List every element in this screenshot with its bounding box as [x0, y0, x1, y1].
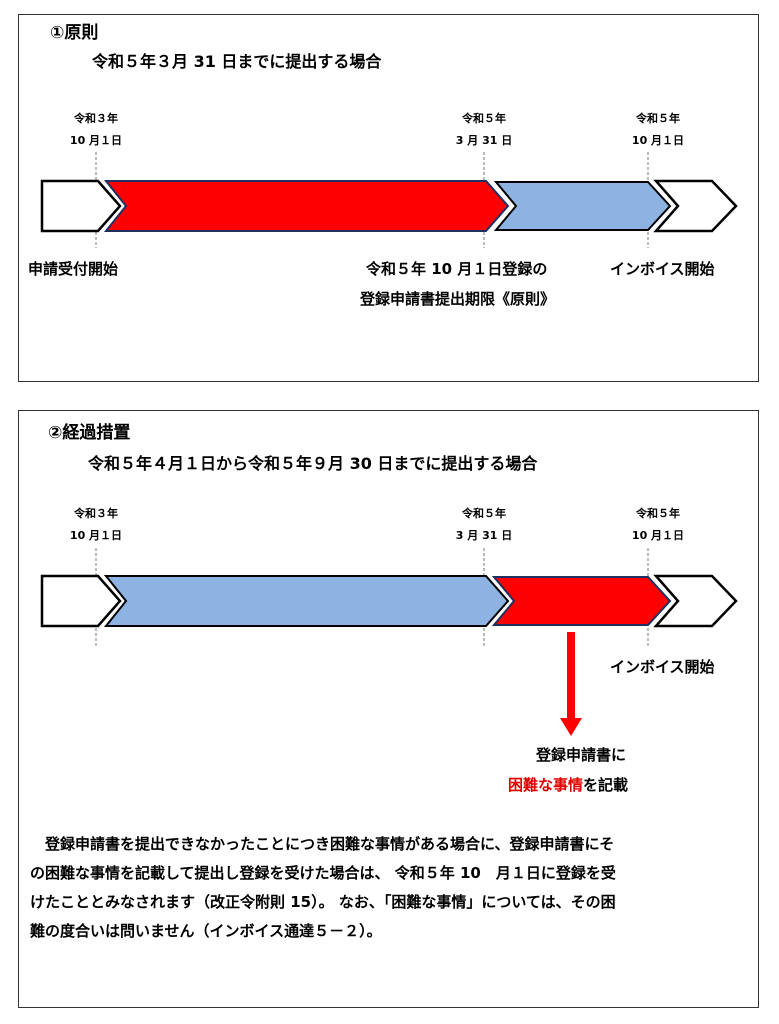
- label-invoice-start: インボイス開始: [610, 658, 715, 676]
- section1-subtitle: 令和５年３月 31 日までに提出する場合: [92, 52, 382, 71]
- label-deadline-line2: 登録申請書提出期限《原則》: [360, 290, 556, 308]
- period-blue: [103, 575, 510, 627]
- note-difficult-circumstances: 困難な事情: [508, 776, 584, 794]
- section-principle-box: [18, 14, 759, 382]
- timeline-2: [40, 548, 738, 736]
- transitional-period-red: [491, 576, 672, 626]
- section2-subtitle: 令和５年４月１日から令和５年９月 30 日までに提出する場合: [88, 454, 538, 473]
- timeline-1: [40, 152, 738, 248]
- body-line: けたこととみなされます（改正令附則 15）。 なお、「困難な事情」については、そ…: [30, 893, 616, 911]
- start-chevron: [40, 574, 122, 628]
- body-line: 登録申請書を提出できなかったことにつき困難な事情がある場合に、登録申請書にそ: [30, 835, 615, 853]
- body-line: の困難な事情を記載して提出し登録を受けた場合は、 令和５年 10 月１日に登録を…: [30, 864, 616, 882]
- note-line2: 困難な事情を記載: [508, 776, 629, 794]
- after-deadline-blue: [493, 181, 672, 231]
- label-invoice-start: インボイス開始: [610, 260, 715, 278]
- start-chevron: [40, 179, 122, 233]
- note-line1: 登録申請書に: [536, 746, 627, 764]
- section2-title: ②経過措置: [48, 423, 131, 443]
- invoice-chevron: [653, 179, 738, 233]
- body-line: 難の度合いは問いません（インボイス通達５－２）。: [30, 922, 382, 940]
- down-arrow-icon: [560, 632, 582, 736]
- label-start: 申請受付開始: [28, 260, 119, 278]
- section-transitional-box: [18, 410, 759, 1008]
- application-period-red: [103, 180, 510, 232]
- label-deadline-line1: 令和５年 10 月１日登録の: [366, 260, 548, 278]
- invoice-chevron: [653, 574, 738, 628]
- section1-title: ①原則: [50, 23, 99, 43]
